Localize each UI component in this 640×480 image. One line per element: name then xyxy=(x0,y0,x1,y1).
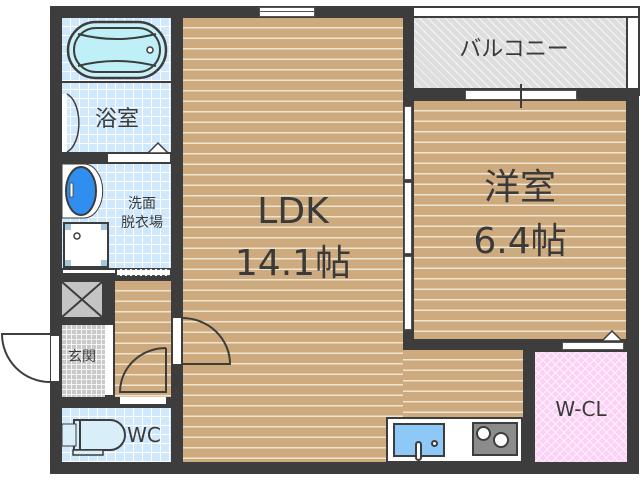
toilet-icon xyxy=(61,419,126,456)
bathroom-door-icon xyxy=(62,93,80,153)
sliding-door[interactable] xyxy=(404,182,412,254)
sliding-door[interactable] xyxy=(404,106,412,180)
entrance-floor xyxy=(62,325,105,397)
entrance-shoe-cabinet xyxy=(105,325,113,395)
ldk-door[interactable] xyxy=(173,318,181,364)
bathtub-icon xyxy=(66,20,168,80)
ldk-floor xyxy=(183,18,403,462)
burner-icon xyxy=(476,426,491,441)
washroom-label-line2: 脱衣場 xyxy=(121,215,163,231)
bathroom-door-arrow-icon xyxy=(146,141,170,154)
balcony-window-handle xyxy=(520,84,522,108)
balcony-area xyxy=(414,18,626,88)
storage-cabinet-icon xyxy=(61,281,103,318)
entrance-label: 玄関 xyxy=(68,349,96,365)
bathroom-label: 浴室 xyxy=(94,107,139,132)
hallway-floor xyxy=(115,281,171,397)
wc-label: WC xyxy=(127,423,161,447)
washroom-shelf xyxy=(63,270,115,273)
balcony-side-rail xyxy=(628,18,638,88)
western-room-floor xyxy=(414,101,626,339)
front-door-swing-icon xyxy=(0,333,51,383)
balcony-label: バルコニー xyxy=(459,37,569,62)
wc-door[interactable] xyxy=(120,397,166,404)
ldk-label: LDK xyxy=(257,191,329,232)
burner-icon xyxy=(493,432,509,448)
ldk-size: 14.1帖 xyxy=(234,243,352,284)
western-room-size: 6.4帖 xyxy=(473,221,567,262)
ldk-door-swing-icon xyxy=(181,317,232,365)
western-room-label: 洋室 xyxy=(483,167,556,208)
bathtub-edge xyxy=(62,81,171,83)
faucet-icon xyxy=(415,441,422,461)
washing-machine-icon xyxy=(63,222,109,268)
front-door[interactable] xyxy=(51,336,59,381)
closet-door[interactable] xyxy=(562,342,624,350)
bathroom-door[interactable] xyxy=(108,154,170,162)
sliding-door[interactable] xyxy=(404,256,412,330)
washbasin-icon xyxy=(61,163,104,219)
walk-in-closet-floor xyxy=(535,352,627,462)
washroom-door[interactable] xyxy=(117,269,170,276)
hallway-door-icon xyxy=(118,347,167,393)
walk-in-closet-label: W-CL xyxy=(555,397,607,421)
ldk-window-divider xyxy=(260,11,314,12)
faucet-knob-icon xyxy=(431,440,438,447)
balcony-rail xyxy=(414,8,638,16)
washroom-label-line1: 洗面 xyxy=(128,196,156,212)
closet-door-arrow-icon xyxy=(600,329,624,342)
ldk-window xyxy=(259,7,315,17)
